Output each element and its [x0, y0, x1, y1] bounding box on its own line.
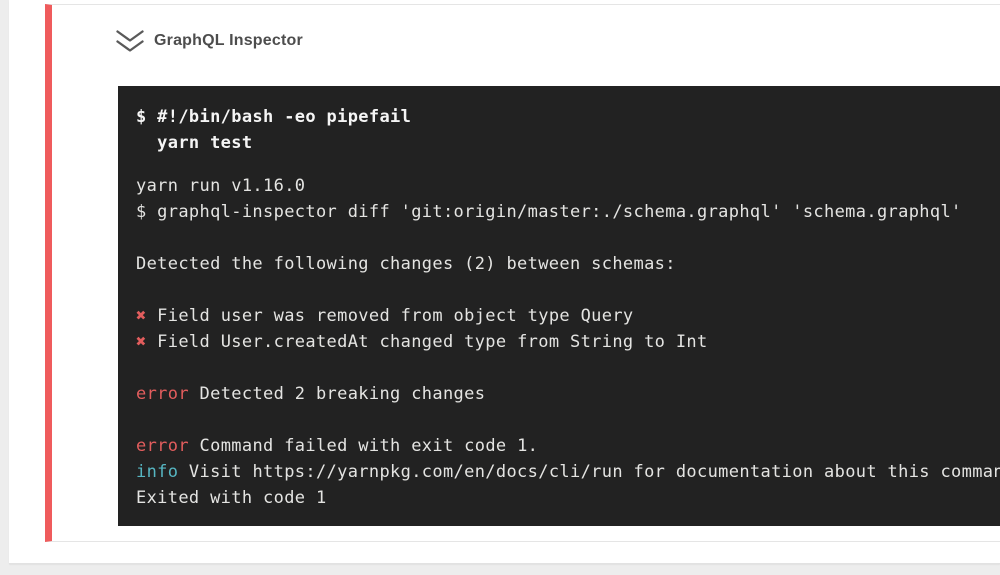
- terminal-line: yarn run v1.16.0: [136, 173, 1000, 199]
- terminal-blank-line: [136, 355, 1000, 381]
- terminal-line: ✖ Field user was removed from object typ…: [136, 303, 1000, 329]
- terminal-line: Detected the following changes (2) betwe…: [136, 251, 1000, 277]
- failed-step-panel: GraphQL Inspector $ #!/bin/bash -eo pipe…: [45, 4, 1000, 542]
- terminal-blank-line: [136, 225, 1000, 251]
- terminal-line: error Command failed with exit code 1.: [136, 433, 1000, 459]
- terminal-section-gap: [136, 156, 1000, 173]
- terminal-line: $ #!/bin/bash -eo pipefail: [136, 104, 1000, 130]
- terminal-text-segment: $ #!/bin/bash -eo pipefail: [136, 107, 412, 127]
- terminal-text-segment: ✖: [136, 306, 147, 326]
- terminal-text-segment: info: [136, 462, 179, 482]
- terminal-text-segment: Exited with code 1: [136, 488, 327, 508]
- terminal-text-segment: Command failed with exit code 1.: [188, 436, 539, 456]
- terminal-blank-line: [136, 407, 1000, 433]
- terminal-line: info Visit https://yarnpkg.com/en/docs/c…: [136, 459, 1000, 485]
- terminal-text-segment: yarn run v1.16.0: [136, 176, 306, 196]
- terminal-line: $ graphql-inspector diff 'git:origin/mas…: [136, 199, 1000, 225]
- build-output-card: GraphQL Inspector $ #!/bin/bash -eo pipe…: [9, 0, 1000, 564]
- terminal-text-segment: ✖: [136, 332, 147, 352]
- terminal-line: Exited with code 1: [136, 485, 1000, 511]
- terminal-text-segment: Visit https://yarnpkg.com/en/docs/cli/ru…: [178, 462, 1000, 482]
- terminal-blank-line: [136, 277, 1000, 303]
- terminal-text-segment: error: [136, 384, 189, 404]
- double-chevron-down-icon[interactable]: [115, 29, 145, 54]
- terminal-text-segment: Field User.createdAt changed type from S…: [146, 332, 708, 352]
- step-header-toggle[interactable]: GraphQL Inspector: [115, 28, 303, 54]
- terminal-text-segment: Field user was removed from object type …: [146, 306, 634, 326]
- step-title: GraphQL Inspector: [154, 32, 303, 49]
- terminal-output: $ #!/bin/bash -eo pipefail yarn test yarn…: [118, 86, 1000, 526]
- terminal-line: ✖ Field User.createdAt changed type from…: [136, 329, 1000, 355]
- terminal-line: error Detected 2 breaking changes: [136, 381, 1000, 407]
- terminal-text-segment: error: [136, 436, 189, 456]
- terminal-line: yarn test: [136, 130, 1000, 156]
- terminal-text-segment: $ graphql-inspector diff 'git:origin/mas…: [136, 202, 962, 222]
- terminal-text-segment: Detected the following changes (2) betwe…: [136, 254, 676, 274]
- terminal-text-segment: Detected 2 breaking changes: [188, 384, 486, 404]
- terminal-text-segment: yarn test: [136, 133, 253, 153]
